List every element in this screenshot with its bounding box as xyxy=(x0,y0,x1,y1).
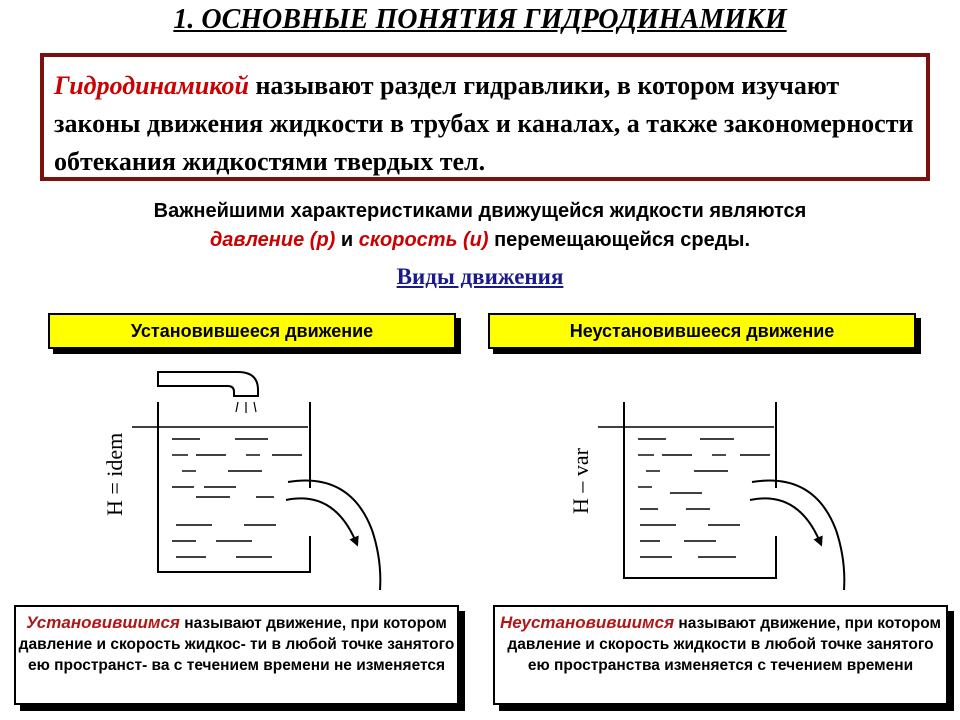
unsteady-label-box: Неустановившееся движение xyxy=(488,313,916,349)
steady-tank xyxy=(132,371,382,591)
unsteady-height-label: H – var xyxy=(568,447,593,514)
unsteady-label: Неустановившееся движение xyxy=(569,321,835,341)
tank-walls xyxy=(157,402,311,573)
liquid-dashes xyxy=(172,438,302,558)
outflow-arrow xyxy=(287,479,382,591)
steady-label-box: Установившееся движение xyxy=(48,313,456,349)
kinds-heading: Виды движения xyxy=(396,264,564,289)
page-title: 1. ОСНОВНЫЕ ПОНЯТИЯ ГИДРОДИНАМИКИ xyxy=(173,4,787,35)
steady-height-label: H = idem xyxy=(102,433,127,516)
definition-term: Гидродинамикой xyxy=(54,71,249,100)
steady-label: Установившееся движение xyxy=(130,321,374,341)
steady-definition-box: Установившимся называют движение, при ко… xyxy=(14,605,459,705)
steady-definition-text: называют движение, при котором давление … xyxy=(18,615,455,674)
tank-walls xyxy=(623,402,777,579)
unsteady-lead: Неустановившимся xyxy=(500,613,675,632)
inner-flow-arrow xyxy=(285,497,359,547)
pressure-term: давление (p) xyxy=(209,229,336,251)
inner-flow-arrow xyxy=(749,497,823,547)
unsteady-tank xyxy=(598,402,846,591)
water-drops-icon xyxy=(235,401,257,413)
definition-box: Гидродинамикой называют раздел гидравлик… xyxy=(40,53,930,181)
key-tail: перемещающейся среды. xyxy=(488,229,751,251)
definition-text: называют раздел гидравлики, в котором из… xyxy=(54,71,914,176)
liquid-dashes xyxy=(638,438,770,558)
key-characteristics: Важнейшими характеристиками движущейся ж… xyxy=(20,197,940,255)
velocity-term: скорость (u) xyxy=(358,229,489,251)
unsteady-definition-box: Неустановившимся называют движение, при … xyxy=(493,605,948,705)
steady-lead: Установившимся xyxy=(26,613,180,632)
key-and: и xyxy=(335,229,359,251)
faucet-icon xyxy=(157,371,259,397)
outflow-arrow xyxy=(751,479,846,591)
unsteady-definition-text: называют движение, при котором давление … xyxy=(507,615,941,674)
key-line1: Важнейшими характеристиками движущейся ж… xyxy=(153,200,807,222)
